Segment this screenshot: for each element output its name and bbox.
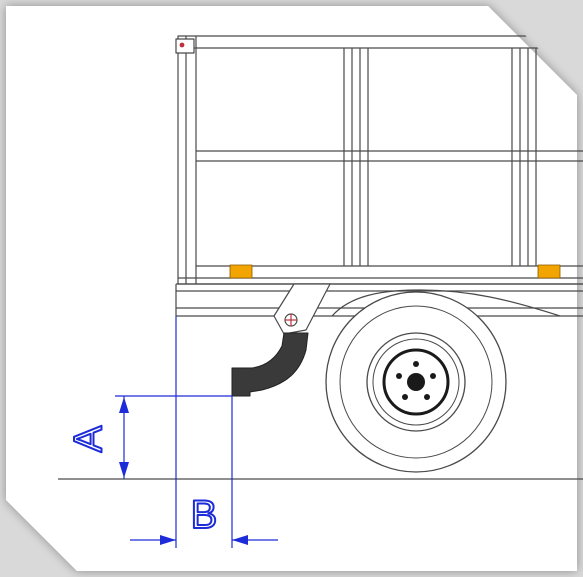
dimension-label-a: A [67, 425, 111, 452]
dimension-label-b: B [191, 493, 218, 537]
trailer-wheel [325, 291, 507, 473]
dimension-b-arrows [130, 535, 278, 545]
marker-lamp-left [229, 264, 253, 279]
dimension-a-arrows [119, 397, 129, 478]
marker-lamp-right [537, 264, 561, 279]
mud-flap [231, 332, 309, 397]
hinge-bracket [273, 283, 331, 335]
rack-latch [175, 38, 195, 54]
